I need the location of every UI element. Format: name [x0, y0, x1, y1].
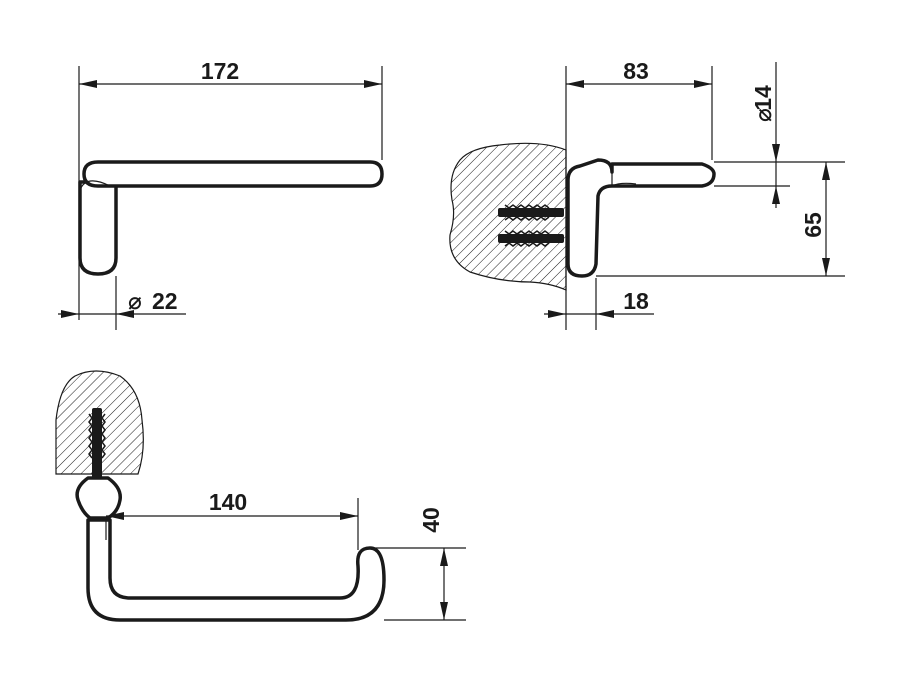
front-dim-22-arrow-right: [116, 310, 134, 318]
side-dim-65-arrow-bottom: [822, 258, 830, 276]
front-dim-172-arrow-left: [79, 80, 97, 88]
side-dim-18-arrow-left: [548, 310, 566, 318]
side-anchor-bottom-teeth: [504, 230, 550, 247]
top-dim-140-arrow-right: [340, 512, 358, 520]
side-view-anchors: [498, 204, 564, 247]
top-dim-140-arrow-left: [106, 512, 124, 520]
side-dim-14-arrow-top: [772, 144, 780, 162]
top-dim-140-label: 140: [209, 489, 247, 515]
side-dim-14-arrow-bottom: [772, 186, 780, 204]
top-dim-40-arrow-bottom: [440, 602, 448, 620]
top-view-holder: [86, 518, 386, 622]
top-view: 140 40: [55, 370, 466, 622]
top-view-rosette: [75, 476, 122, 520]
top-dim-40-label: 40: [418, 507, 444, 533]
side-view-inner-edge: [611, 164, 637, 187]
side-dim-83-arrow-left: [566, 80, 584, 88]
top-dim-40-arrow-top: [440, 548, 448, 566]
front-dim-22-arrow-left: [61, 310, 79, 318]
side-anchor-top-teeth: [504, 204, 550, 221]
front-view-join: [79, 180, 111, 191]
front-view-bar: [82, 160, 384, 188]
front-view: 172 ⌀ 22: [58, 58, 384, 330]
side-dim-18-label: 18: [623, 288, 649, 314]
side-dim-83-arrow-right: [694, 80, 712, 88]
front-dim-172-label: 172: [201, 58, 239, 84]
side-view: 83 ⌀ 14 65 18: [449, 58, 845, 330]
top-anchor-body: [92, 408, 102, 480]
front-dim-22-label: 22: [152, 288, 178, 314]
front-dim-172-arrow-right: [364, 80, 382, 88]
front-view-post: [78, 180, 118, 276]
top-view-anchor: [88, 408, 106, 480]
side-dim-14-label: 14: [750, 85, 776, 111]
side-dim-65-label: 65: [800, 212, 826, 238]
top-anchor-teeth: [88, 413, 106, 459]
side-dim-83-label: 83: [623, 58, 649, 84]
side-anchor-top: [498, 208, 564, 217]
side-view-part: [566, 158, 716, 278]
side-anchor-bottom: [498, 234, 564, 243]
side-dim-18-arrow-right: [596, 310, 614, 318]
side-dim-65-arrow-top: [822, 162, 830, 180]
side-dim-14-symbol: ⌀: [750, 108, 776, 122]
front-dim-22-symbol: ⌀: [128, 288, 142, 314]
